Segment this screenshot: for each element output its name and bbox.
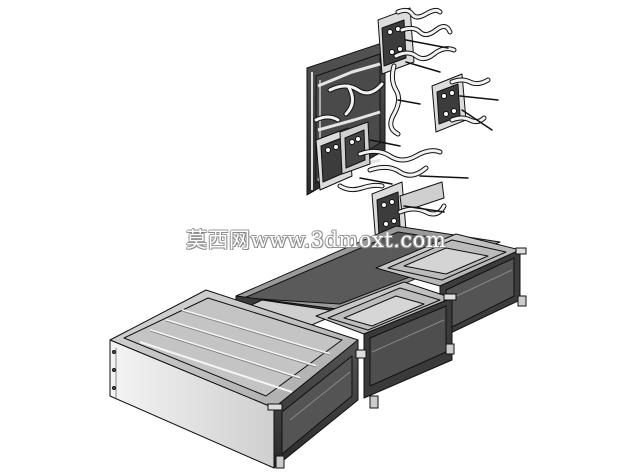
module-right-back <box>375 233 521 339</box>
bracket-right <box>431 73 467 133</box>
connector-group <box>112 247 527 469</box>
module-right-front <box>315 281 453 399</box>
cable-group <box>313 7 499 239</box>
module-left <box>109 289 359 469</box>
bracket-middle <box>315 121 371 191</box>
watermark-text: 莫西网www.3dmoxt.com <box>186 228 447 252</box>
